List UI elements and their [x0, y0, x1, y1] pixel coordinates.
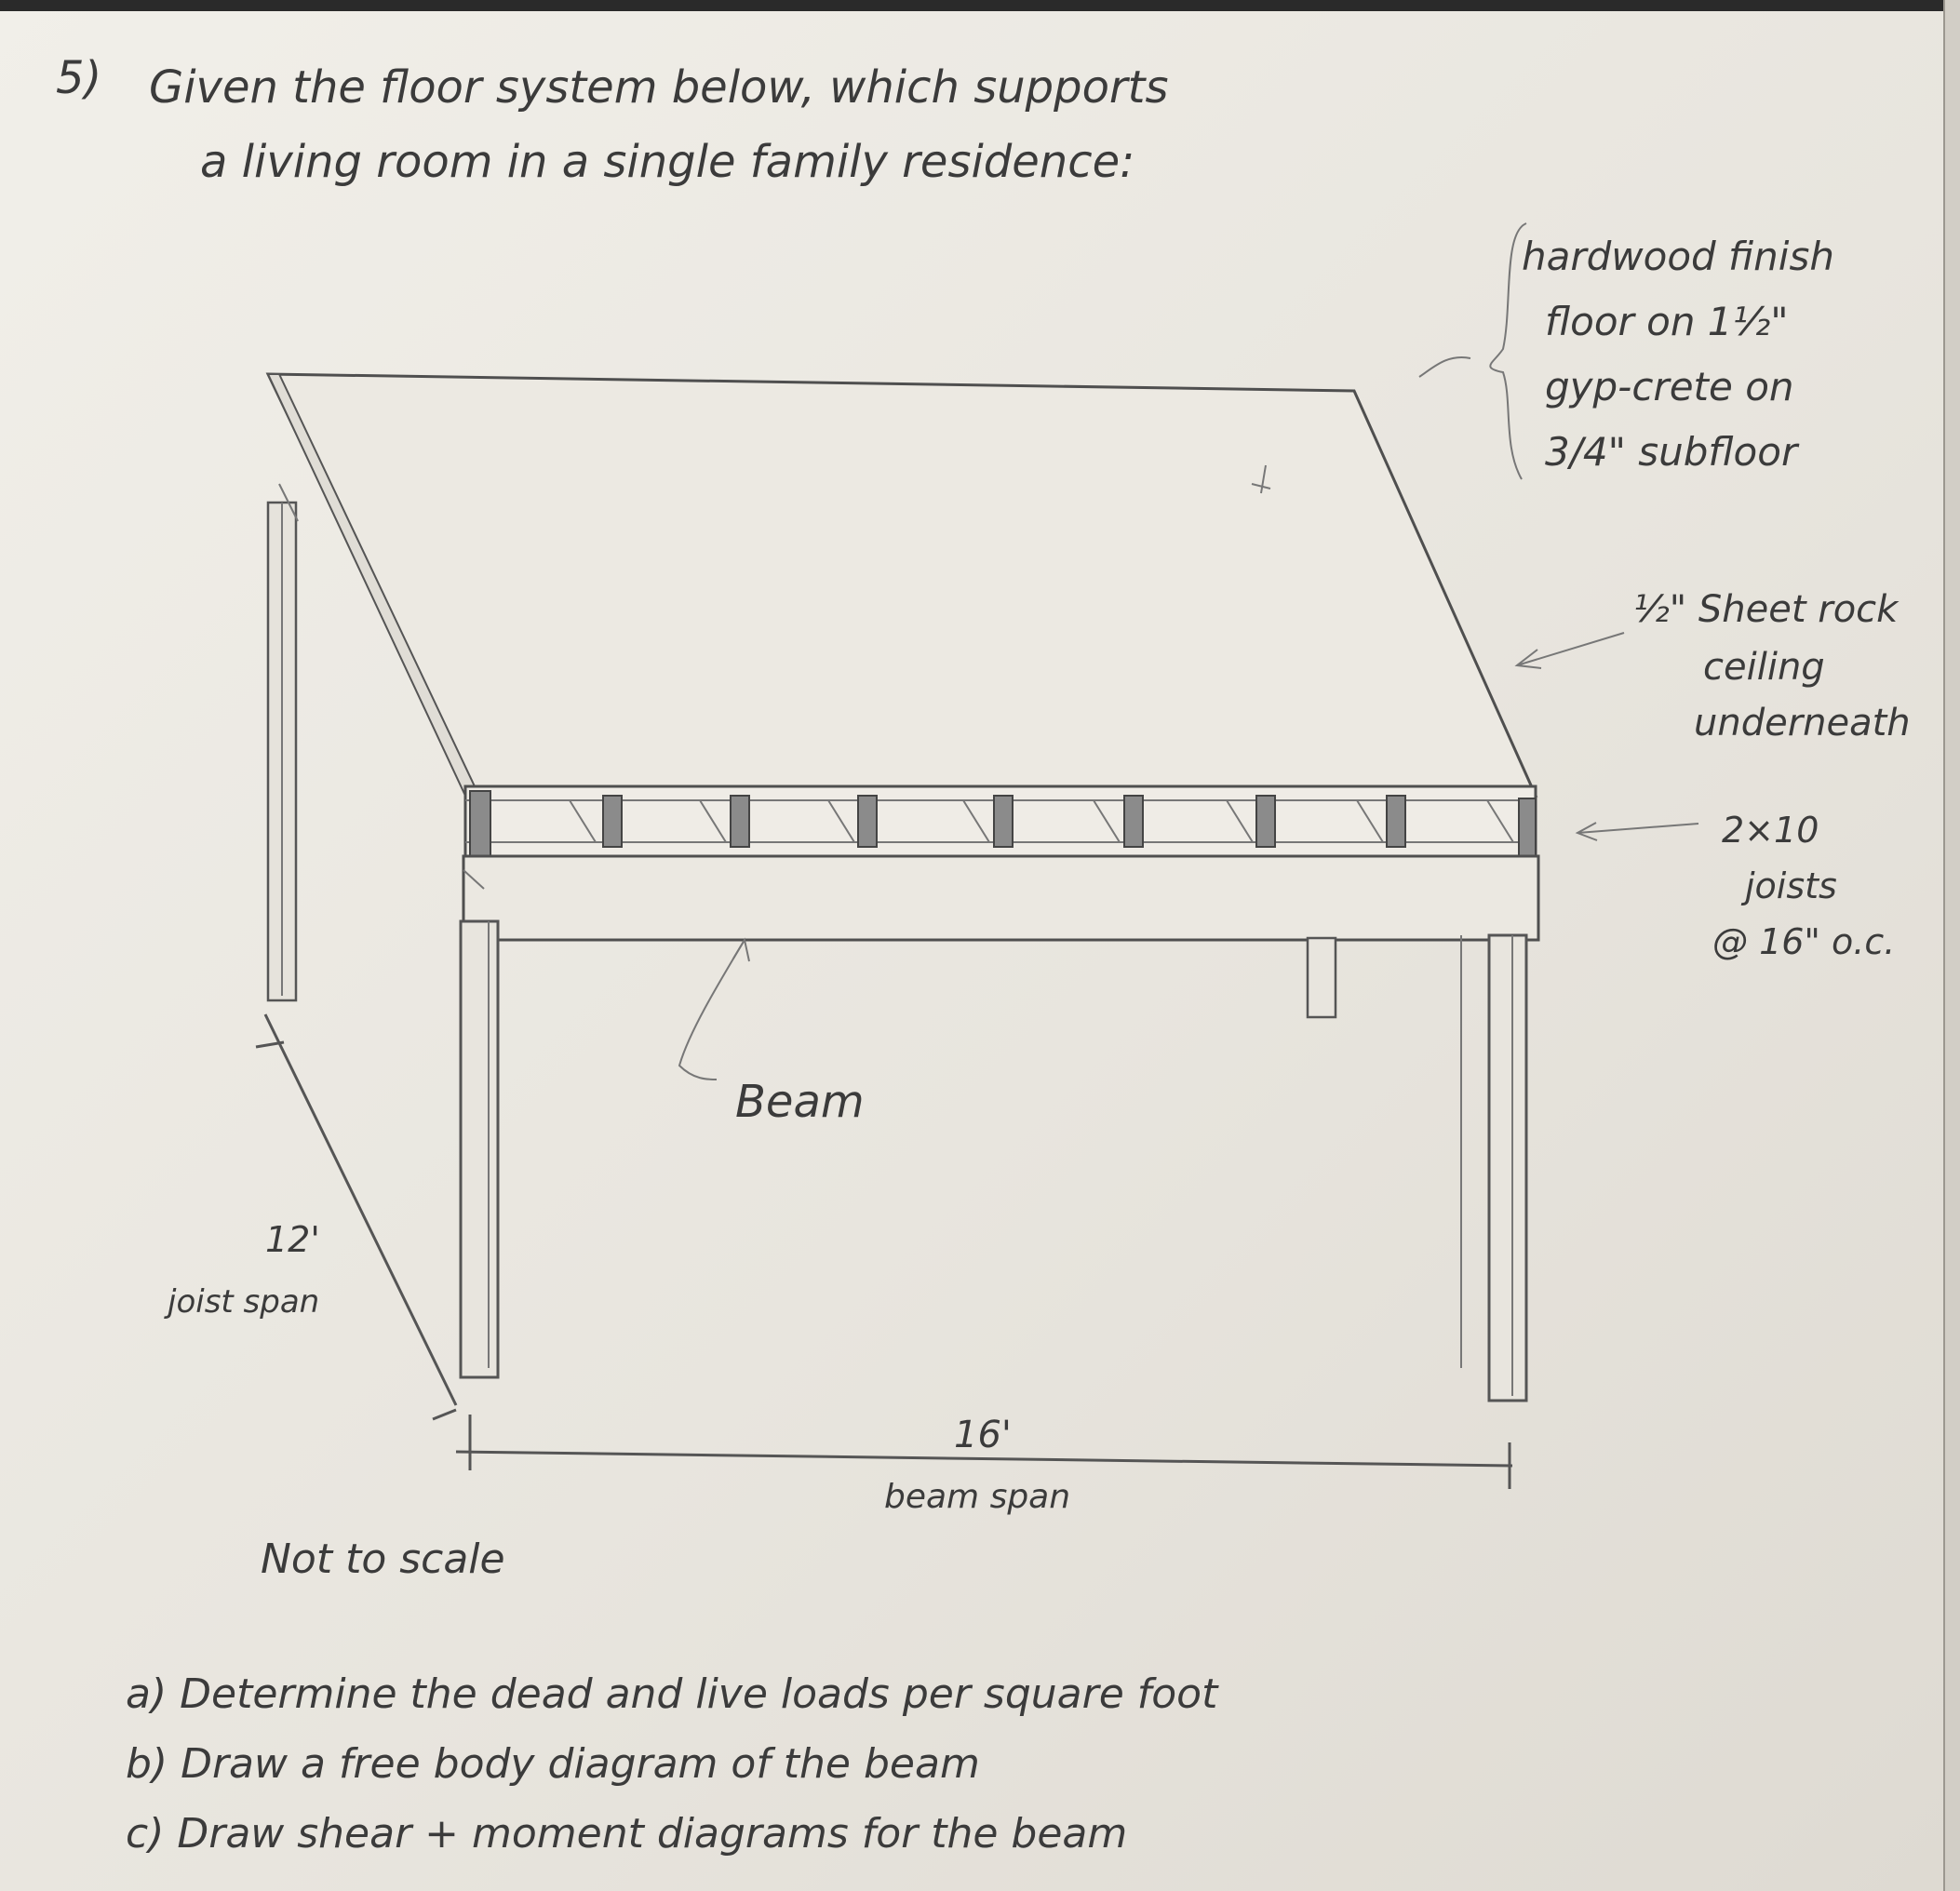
scale-note: Not to scale	[261, 1536, 505, 1583]
joist-end	[857, 795, 878, 848]
question-c: c) Draw shear + moment diagrams for the …	[126, 1810, 1127, 1857]
finish-line-4: 3/4" subfloor	[1545, 429, 1800, 475]
beam-span-value: 16'	[954, 1414, 1012, 1456]
joist-end	[1518, 798, 1537, 865]
joist-line-2: joists	[1740, 865, 1837, 906]
monitor-right-edge	[1943, 0, 1960, 1891]
joist-end	[1123, 795, 1144, 848]
beam-arrow	[678, 939, 745, 1080]
beam-span-dimension	[455, 1450, 1513, 1468]
front-left-column	[459, 919, 500, 1379]
problem-line-1: Given the floor system below, which supp…	[149, 61, 1169, 114]
finish-line-1: hardwood finish	[1522, 234, 1834, 279]
joist-end	[1255, 795, 1276, 848]
ceiling-line-1: ½" Sheet rock	[1633, 588, 1900, 631]
joist-line-3: @ 16" o.c.	[1712, 921, 1895, 962]
front-right-column	[1487, 933, 1528, 1402]
joist-span-dimension	[263, 1013, 458, 1406]
joist-end	[602, 795, 623, 848]
beam	[462, 854, 1540, 942]
finish-line-2: floor on 1½"	[1545, 299, 1789, 344]
joist-end	[993, 795, 1014, 848]
floor-deck	[265, 372, 1538, 798]
ceiling-line-3: underneath	[1694, 702, 1911, 744]
joist-end	[730, 795, 750, 848]
joist-span-label: joist span	[164, 1283, 319, 1321]
monitor-top-edge	[0, 0, 1960, 11]
finish-brace	[1489, 222, 1527, 480]
joist-line-1: 2×10	[1722, 810, 1819, 851]
problem-number: 5)	[56, 52, 101, 104]
ceiling-line-2: ceiling	[1703, 646, 1825, 689]
joist-arrow	[1577, 823, 1699, 834]
joist-end	[1386, 795, 1406, 848]
problem-line-2: a living room in a single family residen…	[200, 136, 1134, 188]
beam-label: Beam	[735, 1076, 865, 1128]
ceiling-arrow	[1516, 632, 1625, 666]
back-right-column	[1306, 936, 1337, 1019]
beam-span-label: beam span	[884, 1478, 1070, 1516]
question-b: b) Draw a free body diagram of the beam	[126, 1740, 980, 1788]
question-a: a) Determine the dead and live loads per…	[126, 1670, 1219, 1718]
deck-arrow-mark	[1260, 464, 1267, 494]
finish-line-3: gyp-crete on	[1545, 364, 1794, 409]
joist-span-value: 12'	[265, 1219, 320, 1260]
joist-group	[469, 790, 1537, 871]
